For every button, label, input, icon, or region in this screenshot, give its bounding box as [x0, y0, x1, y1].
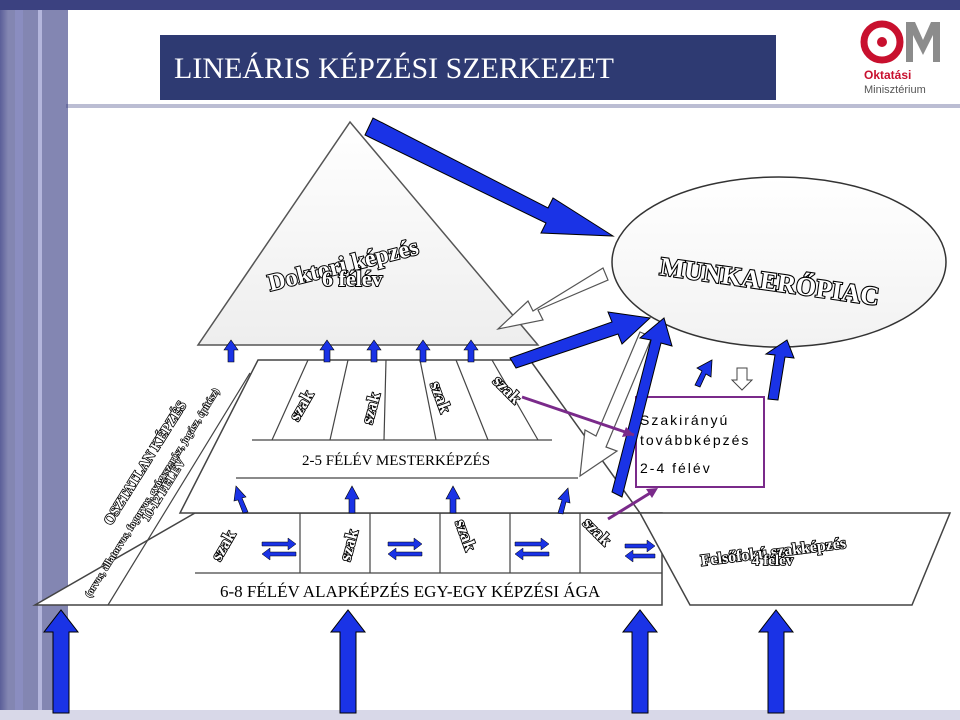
arrow-vocational-to-market-icon	[764, 339, 795, 401]
entry-arrow-icon	[757, 609, 795, 714]
logo-ring-icon	[860, 20, 904, 64]
arrow-market-to-masters-icon	[579, 331, 653, 478]
slide-title: LINEÁRIS KÉPZÉSI SZERKEZET	[174, 52, 614, 85]
arrow-doctoral-to-market-icon	[364, 117, 615, 237]
exchange-arrows-icon	[624, 539, 656, 563]
masters-to-doctoral-arrows	[223, 339, 479, 363]
bachelor-to-masters-arrows	[233, 485, 571, 515]
masters-caption: 2-5 FÉLÉV MESTERKÉPZÉS	[302, 452, 490, 469]
arrow-bachelor-to-specialized-icon	[646, 488, 658, 498]
bachelor-caption: 6-8 FÉLÉV ALAPKÉPZÉS EGY-EGY KÉPZÉSI ÁGA	[220, 582, 601, 601]
up-arrow-icon	[463, 339, 479, 363]
arrow-masters-to-market-icon	[509, 311, 652, 369]
ministry-logo: Oktatási Minisztérium	[860, 20, 940, 96]
arrow-masters-to-specialized-icon	[622, 427, 634, 437]
logo-line-1: Oktatási	[864, 68, 911, 82]
logo-line-2: Minisztérium	[864, 84, 926, 96]
up-arrow-icon	[366, 339, 382, 363]
specialized-line-2: továbbképzés	[640, 432, 750, 448]
specialized-box: Szakirányú továbbképzés 2-4 félév	[635, 396, 765, 488]
vocational-line-2: 4 félév	[752, 553, 794, 569]
doctoral-triangle: Doktori képzés 6 félév	[196, 120, 540, 346]
up-arrow-icon	[319, 339, 335, 363]
up-arrow-icon	[344, 485, 360, 514]
vocational-block: Felsőfokú szakképzés 4 félév	[638, 512, 952, 606]
arrows	[42, 117, 795, 714]
up-arrow-icon	[445, 485, 461, 514]
exchange-arrows-icon	[387, 537, 423, 561]
labor-market-oval: MUNKAERŐPIAC	[611, 176, 947, 348]
entry-arrow-icon	[42, 609, 80, 714]
up-arrow-icon	[223, 339, 239, 363]
entry-arrow-icon	[329, 609, 367, 714]
specialized-line-1: Szakirányú	[640, 412, 729, 428]
arrow-small-down-icon	[730, 367, 754, 391]
entry-arrow-icon	[621, 609, 659, 714]
arrow-small-up-icon	[694, 359, 713, 388]
arrow-bachelor-to-market-icon	[611, 317, 673, 498]
exchange-arrows-icon	[514, 537, 550, 561]
up-arrow-icon	[415, 339, 431, 363]
arrow-market-to-doctoral-icon	[496, 267, 609, 331]
entry-arrows	[42, 609, 795, 714]
exchange-arrows-icon	[261, 537, 297, 561]
bachelor-block: 6-8 FÉLÉV ALAPKÉPZÉS EGY-EGY KÉPZÉSI ÁGA	[32, 372, 663, 606]
bachelor-exchange-arrows	[261, 537, 656, 563]
doctoral-line-2: 6 félév	[322, 266, 382, 291]
title-bar: LINEÁRIS KÉPZÉSI SZERKEZET	[160, 35, 776, 100]
up-arrow-icon	[233, 485, 249, 514]
logo-m-mark	[906, 22, 940, 62]
specialized-line-3: 2-4 félév	[640, 460, 712, 476]
up-arrow-icon	[557, 487, 571, 515]
